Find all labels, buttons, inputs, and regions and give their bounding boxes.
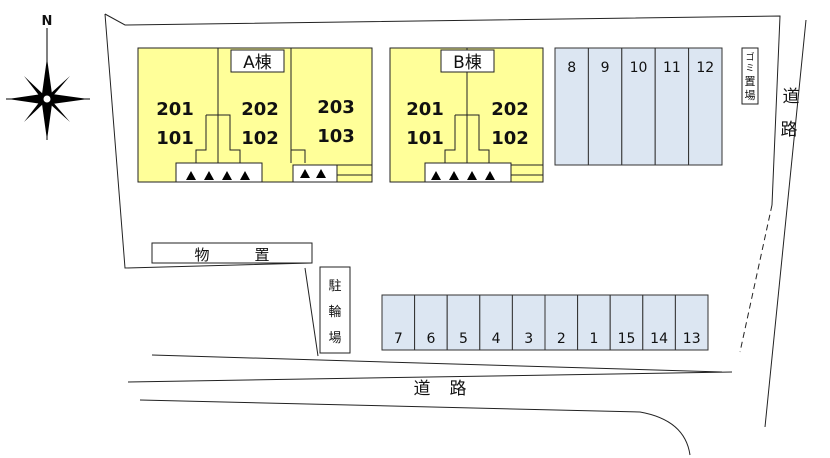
parking-space: 14 [642, 294, 676, 351]
parking-space-box [577, 294, 611, 351]
entrance-triangles [186, 169, 326, 180]
storage-char-2: 置 [254, 246, 269, 264]
parking-space-box [674, 294, 709, 351]
bicycle-char-1: 駐 [328, 279, 341, 294]
bicycle-char-3: 場 [328, 331, 341, 346]
north-label: N [42, 14, 53, 29]
unit-b-101: 101 [406, 128, 444, 149]
parking-space-box [587, 47, 623, 166]
parking-space: 2 [544, 294, 579, 351]
bicycle-parking: 駐 輪 場 [319, 266, 351, 354]
parking-space-box [414, 294, 448, 351]
parking-space-box [688, 47, 723, 166]
parking-space-box [621, 47, 656, 166]
parking-space-number: 1 [589, 331, 598, 347]
parking-space-box [609, 294, 644, 351]
unit-a-103: 103 [317, 126, 355, 147]
garbage-char-1: ゴ [745, 51, 754, 63]
parking-space-number: 9 [601, 60, 610, 76]
unit-a-202: 202 [241, 99, 279, 120]
parking-space-number: 3 [524, 331, 533, 347]
storage-char-1: 物 [194, 246, 209, 264]
unit-b-102: 102 [491, 128, 529, 149]
parking-row-bottom: 7 6 5 4 3 2 1 15 14 13 [381, 294, 709, 351]
storage-area: 物 置 [151, 242, 313, 264]
parking-space: 15 [609, 294, 644, 351]
parking-space: 4 [479, 294, 513, 351]
road-right-char-2: 路 [781, 120, 798, 140]
parking-space-box [544, 294, 579, 351]
parking-space-number: 12 [696, 60, 714, 76]
parking-space: 3 [511, 294, 546, 351]
building-b-title: B棟 [453, 53, 482, 73]
compass-rose-icon: N [6, 14, 90, 140]
road-edges [127, 19, 807, 456]
parking-space: 9 [587, 47, 623, 166]
parking-space-number: 15 [618, 331, 636, 347]
parking-space: 1 [577, 294, 611, 351]
parking-space-number: 10 [630, 60, 648, 76]
site-boundary [104, 13, 781, 357]
unit-a-102: 102 [241, 128, 279, 149]
parking-space: 5 [446, 294, 481, 351]
parking-space: 8 [554, 47, 589, 166]
parking-space-number: 13 [683, 331, 701, 347]
unit-a-203: 203 [317, 97, 355, 118]
unit-a-201: 201 [156, 99, 194, 120]
bicycle-char-2: 輪 [328, 304, 341, 320]
entrance-triangles [431, 171, 495, 180]
parking-space: 13 [674, 294, 709, 351]
parking-space-number: 7 [394, 331, 403, 347]
parking-space-number: 2 [557, 331, 566, 347]
unit-b-201: 201 [406, 99, 444, 120]
building-b: B棟 201 101 202 102 [389, 47, 544, 183]
parking-row-top: 8 9 10 11 12 [554, 47, 723, 166]
unit-a-101: 101 [156, 128, 194, 149]
parking-space-number: 6 [426, 331, 435, 347]
parking-space-number: 14 [650, 331, 668, 347]
road-right-char-1: 道 [783, 87, 800, 107]
garbage-char-3: 置 [745, 75, 756, 88]
parking-space-box [554, 47, 589, 166]
parking-space-box [381, 294, 416, 351]
parking-space: 10 [621, 47, 656, 166]
parking-space: 12 [688, 47, 723, 166]
garbage-area: ゴ ミ 置 場 [741, 47, 759, 105]
parking-space-box [446, 294, 481, 351]
parking-space: 6 [414, 294, 448, 351]
building-a-title: A棟 [243, 53, 272, 73]
parking-space-number: 11 [663, 60, 681, 76]
parking-space-number: 8 [567, 60, 576, 76]
road-bottom-char-2: 路 [450, 379, 467, 399]
parking-space-number: 5 [459, 331, 468, 347]
parking-space: 7 [381, 294, 416, 351]
garbage-char-2: ミ [745, 64, 754, 74]
parking-space-number: 4 [492, 331, 501, 347]
garbage-char-4: 場 [745, 89, 756, 102]
parking-space-box [642, 294, 676, 351]
road-bottom-char-1: 道 [414, 379, 431, 399]
parking-space: 11 [654, 47, 690, 166]
unit-b-202: 202 [491, 99, 529, 120]
building-a: A棟 201 101 202 102 203 103 [137, 47, 373, 183]
